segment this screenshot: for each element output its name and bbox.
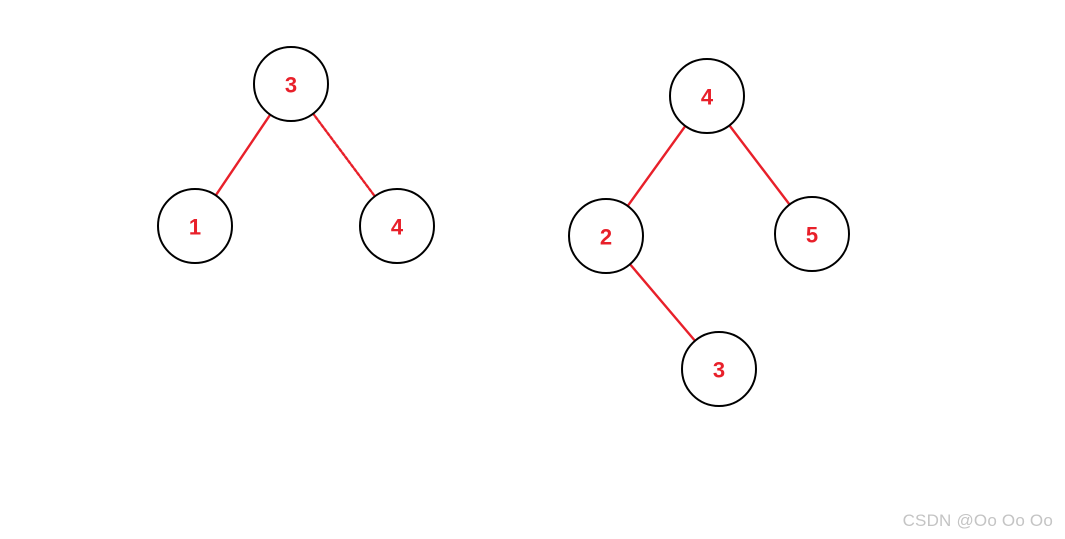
node-label: 4 [391, 215, 404, 240]
node-label: 5 [806, 223, 818, 248]
node-label: 4 [701, 85, 714, 110]
left-tree-nodes: 3 1 4 [157, 46, 435, 264]
node-label: 3 [285, 73, 297, 98]
edge-l3-l1 [213, 112, 272, 198]
tree-node: 1 [157, 188, 233, 264]
edge-r2-r3 [628, 262, 697, 343]
edge-r4-r2 [625, 123, 688, 209]
watermark: CSDN @Oo Oo Oo [902, 511, 1053, 530]
node-circle [157, 188, 233, 264]
tree-node: 5 [774, 196, 850, 272]
node-label: 1 [189, 215, 201, 240]
node-circle [774, 196, 850, 272]
node-circle [568, 198, 644, 274]
right-tree-nodes: 4 2 5 3 [568, 58, 850, 407]
tree-node: 3 [253, 46, 329, 122]
left-tree-edges [213, 111, 377, 199]
tree-node: 4 [359, 188, 435, 264]
tree-node: 2 [568, 198, 644, 274]
tree-node: 4 [669, 58, 745, 134]
node-label: 2 [600, 225, 612, 250]
right-tree-edges [625, 123, 792, 343]
edges-layer [213, 111, 792, 343]
edge-r4-r5 [727, 123, 792, 207]
edge-l3-l4 [311, 111, 377, 199]
node-circle [359, 188, 435, 264]
node-label: 3 [713, 358, 725, 383]
node-circle [253, 46, 329, 122]
tree-node: 3 [681, 331, 757, 407]
nodes-layer: 3 1 4 4 2 5 3 [157, 46, 850, 407]
node-circle [681, 331, 757, 407]
node-circle [669, 58, 745, 134]
